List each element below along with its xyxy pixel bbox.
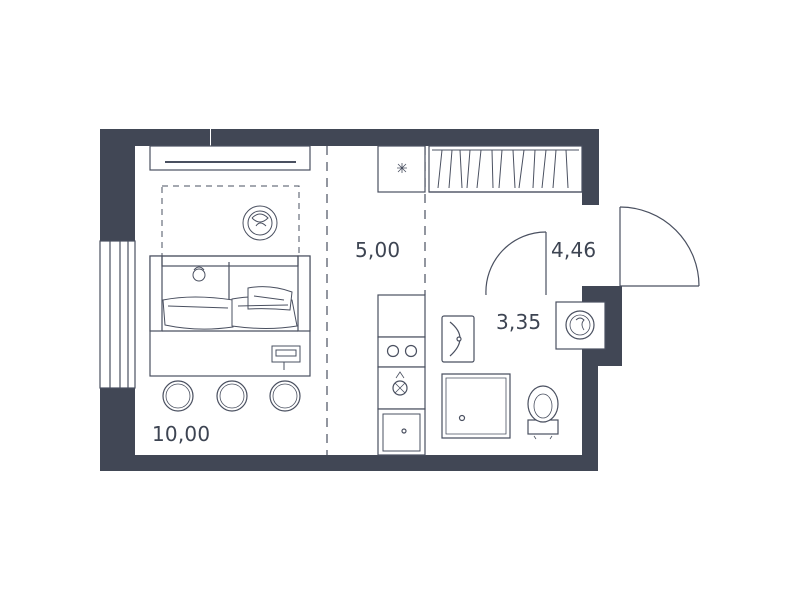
wardrobe-icon xyxy=(428,145,583,193)
wall-right-upper xyxy=(582,129,599,205)
stool-icon xyxy=(162,380,194,412)
area-label-kitchen: 5,00 xyxy=(355,238,401,262)
wall-left-upper xyxy=(100,129,135,241)
area-label-living-room: 10,00 xyxy=(152,422,211,446)
kitchen-units xyxy=(377,145,426,456)
faucet-icon xyxy=(392,371,408,396)
shower-tray-icon xyxy=(441,373,511,439)
washing-machine-icon xyxy=(555,301,606,350)
washbasin-icon xyxy=(441,315,475,363)
plant-icon xyxy=(242,205,278,241)
wall-bottom xyxy=(100,455,598,471)
door-swing-icon xyxy=(485,231,547,296)
stools xyxy=(162,380,301,412)
area-label-bathroom: 3,35 xyxy=(496,310,542,334)
door-swing-icon xyxy=(619,206,700,287)
toilet-icon xyxy=(527,385,559,440)
pillow-icon xyxy=(162,286,298,330)
wall-top-right xyxy=(211,129,599,146)
stool-icon xyxy=(216,380,248,412)
tv-shelf-icon xyxy=(149,145,311,171)
counter-icon xyxy=(377,294,426,338)
stove-icon xyxy=(377,336,426,368)
cup-icon xyxy=(192,266,206,282)
stool-icon xyxy=(269,380,301,412)
laptop-icon xyxy=(271,345,301,370)
area-label-hallway: 4,46 xyxy=(551,238,597,262)
window-icon xyxy=(99,240,136,389)
